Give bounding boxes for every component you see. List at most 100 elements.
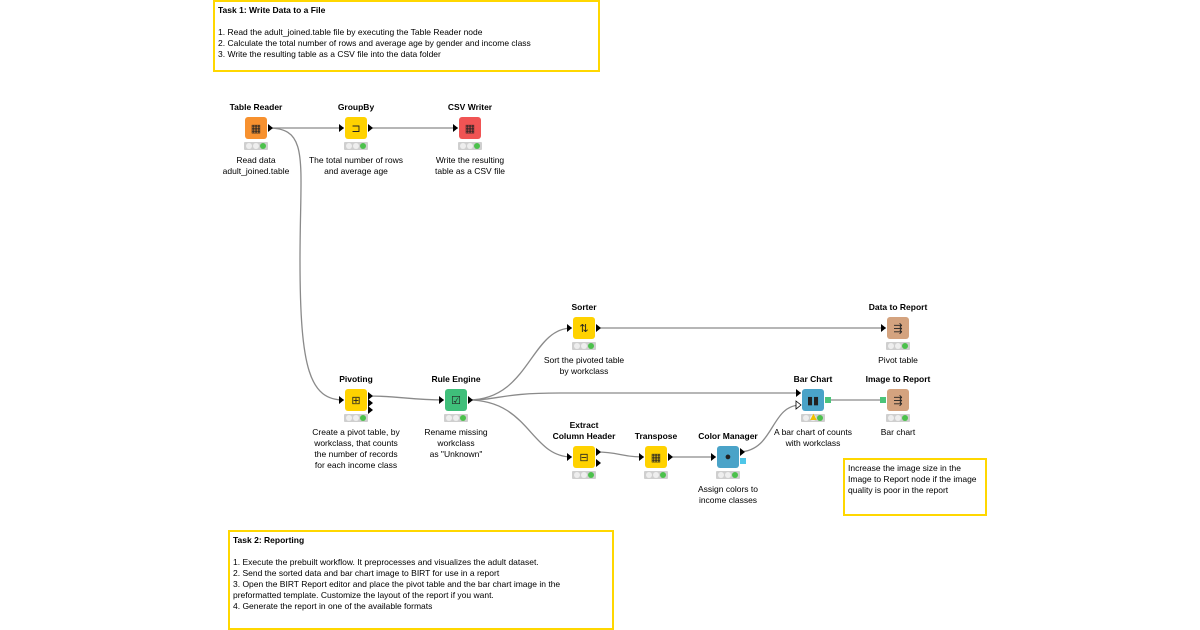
- task2-title: Task 2: Reporting: [233, 535, 305, 545]
- connection: [595, 451, 645, 458]
- task1-line: 3. Write the resulting table as a CSV fi…: [218, 49, 441, 59]
- node-description: Create a pivot table, by workclass, that…: [312, 427, 400, 470]
- task1-annotation[interactable]: Task 1: Write Data to a File 1. Read the…: [213, 0, 600, 72]
- node-status-lights: [458, 142, 482, 150]
- table-reader-icon[interactable]: ▦: [245, 117, 267, 139]
- image-to-report-icon[interactable]: ⇶: [887, 389, 909, 411]
- node-status-lights: [886, 414, 910, 422]
- node-status-lights: [344, 414, 368, 422]
- sort-icon[interactable]: ⇅: [573, 317, 595, 339]
- port-arrow: [339, 124, 344, 132]
- node-title: Transpose: [634, 431, 678, 441]
- transpose-icon[interactable]: ▦: [645, 446, 667, 468]
- task2-line: 2. Send the sorted data and bar chart im…: [233, 568, 500, 578]
- node-status-lights: [644, 471, 668, 479]
- node-image-to-report[interactable]: Image to Report ⇶ Bar chart: [838, 363, 958, 438]
- node-title: Pivoting: [339, 374, 373, 384]
- port-arrow: [740, 448, 745, 456]
- node-sorter[interactable]: Sorter ⇅ Sort the pivoted table by workc…: [524, 291, 644, 377]
- node-title: Bar Chart: [793, 374, 833, 384]
- node-transpose[interactable]: Transpose ▦: [596, 420, 716, 484]
- node-rule-engine[interactable]: Rule Engine ☑ Rename missing workclass a…: [396, 363, 516, 460]
- connection: [467, 399, 573, 458]
- task2-line: 3. Open the BIRT Report editor and place…: [233, 579, 561, 600]
- extract-header-icon[interactable]: ⊟: [573, 446, 595, 468]
- rule-engine-icon[interactable]: ☑: [445, 389, 467, 411]
- node-status-lights: [886, 342, 910, 350]
- node-groupby[interactable]: GroupBy ⊐ The total number of rows and a…: [296, 91, 416, 177]
- port-arrow: [596, 324, 601, 332]
- groupby-icon[interactable]: ⊐: [345, 117, 367, 139]
- connection: [467, 327, 573, 401]
- task1-title: Task 1: Write Data to a File: [218, 5, 326, 15]
- node-status-lights: [716, 471, 740, 479]
- csv-writer-icon[interactable]: ▦: [459, 117, 481, 139]
- connection: [367, 395, 445, 401]
- pivot-icon[interactable]: ⊞: [345, 389, 367, 411]
- node-color-manager[interactable]: Color Manager ● Assign colors to income …: [668, 420, 788, 506]
- port-arrow: [368, 406, 373, 414]
- node-description: Assign colors to income classes: [698, 484, 758, 505]
- bar-chart-icon[interactable]: ▮▮: [802, 389, 824, 411]
- color-port: [740, 458, 746, 464]
- node-title: Extract Column Header: [552, 420, 616, 441]
- port-arrow: [439, 396, 444, 404]
- connection: [267, 127, 345, 401]
- note-text: Increase the image size in the Image to …: [848, 463, 977, 495]
- port-arrow: [639, 453, 644, 461]
- port-arrow: [711, 453, 716, 461]
- node-table-reader[interactable]: Table Reader ▦ Read data adult_joined.ta…: [196, 91, 316, 177]
- node-description: The total number of rows and average age: [308, 155, 403, 176]
- port-arrow: [368, 124, 373, 132]
- port-arrow: [368, 392, 373, 400]
- port-arrow: [368, 399, 373, 407]
- node-description: Sort the pivoted table by workclass: [543, 355, 625, 376]
- node-title: GroupBy: [337, 102, 375, 112]
- task1-line: 1. Read the adult_joined.table file by e…: [218, 27, 483, 37]
- warning-icon: ▲: [808, 411, 819, 423]
- node-title: Image to Report: [865, 374, 931, 384]
- node-bar-chart[interactable]: Bar Chart ▮▮ ▲ A bar chart of counts wit…: [753, 363, 873, 449]
- port-arrow: [881, 324, 886, 332]
- color-drop-icon[interactable]: ●: [717, 446, 739, 468]
- node-status-lights: [572, 342, 596, 350]
- node-description: Write the resulting table as a CSV file: [435, 155, 505, 176]
- image-port: [825, 397, 831, 403]
- port-arrow: [596, 448, 601, 456]
- connection: [467, 392, 801, 401]
- task2-annotation[interactable]: Task 2: Reporting 1. Execute the prebuil…: [228, 530, 614, 630]
- port-arrow-hollow: [795, 400, 802, 410]
- node-csv-writer[interactable]: CSV Writer ▦ Write the resulting table a…: [410, 91, 530, 177]
- data-to-report-icon[interactable]: ⇶: [887, 317, 909, 339]
- node-extract-column-header[interactable]: Extract Column Header ⊟: [524, 420, 644, 484]
- node-description: Read data adult_joined.table: [222, 155, 290, 176]
- task1-line: 2. Calculate the total number of rows an…: [218, 38, 531, 48]
- node-status-lights: [344, 142, 368, 150]
- port-arrow: [668, 453, 673, 461]
- port-arrow: [567, 324, 572, 332]
- node-description: Bar chart: [880, 427, 916, 437]
- node-title: Data to Report: [868, 302, 928, 312]
- port-arrow: [596, 459, 601, 467]
- node-data-to-report[interactable]: Data to Report ⇶ Pivot table: [838, 291, 958, 366]
- node-status-lights: [444, 414, 468, 422]
- port-arrow: [339, 396, 344, 404]
- port-arrow: [796, 389, 801, 397]
- node-title: Table Reader: [229, 102, 283, 112]
- image-port: [880, 397, 886, 403]
- port-arrow: [453, 124, 458, 132]
- port-arrow: [567, 453, 572, 461]
- image-size-note[interactable]: Increase the image size in the Image to …: [843, 458, 987, 516]
- port-arrow: [468, 396, 473, 404]
- port-arrow: [268, 124, 273, 132]
- connection: [739, 404, 802, 453]
- node-status-lights: [801, 414, 825, 422]
- node-status-lights: [244, 142, 268, 150]
- node-description: A bar chart of counts with workclass: [774, 427, 852, 448]
- node-pivoting[interactable]: Pivoting ⊞ Create a pivot table, by work…: [296, 363, 416, 471]
- task2-line: 1. Execute the prebuilt workflow. It pre…: [233, 557, 539, 567]
- node-description: Pivot table: [878, 355, 918, 365]
- node-title: Sorter: [571, 302, 597, 312]
- node-title: Rule Engine: [431, 374, 481, 384]
